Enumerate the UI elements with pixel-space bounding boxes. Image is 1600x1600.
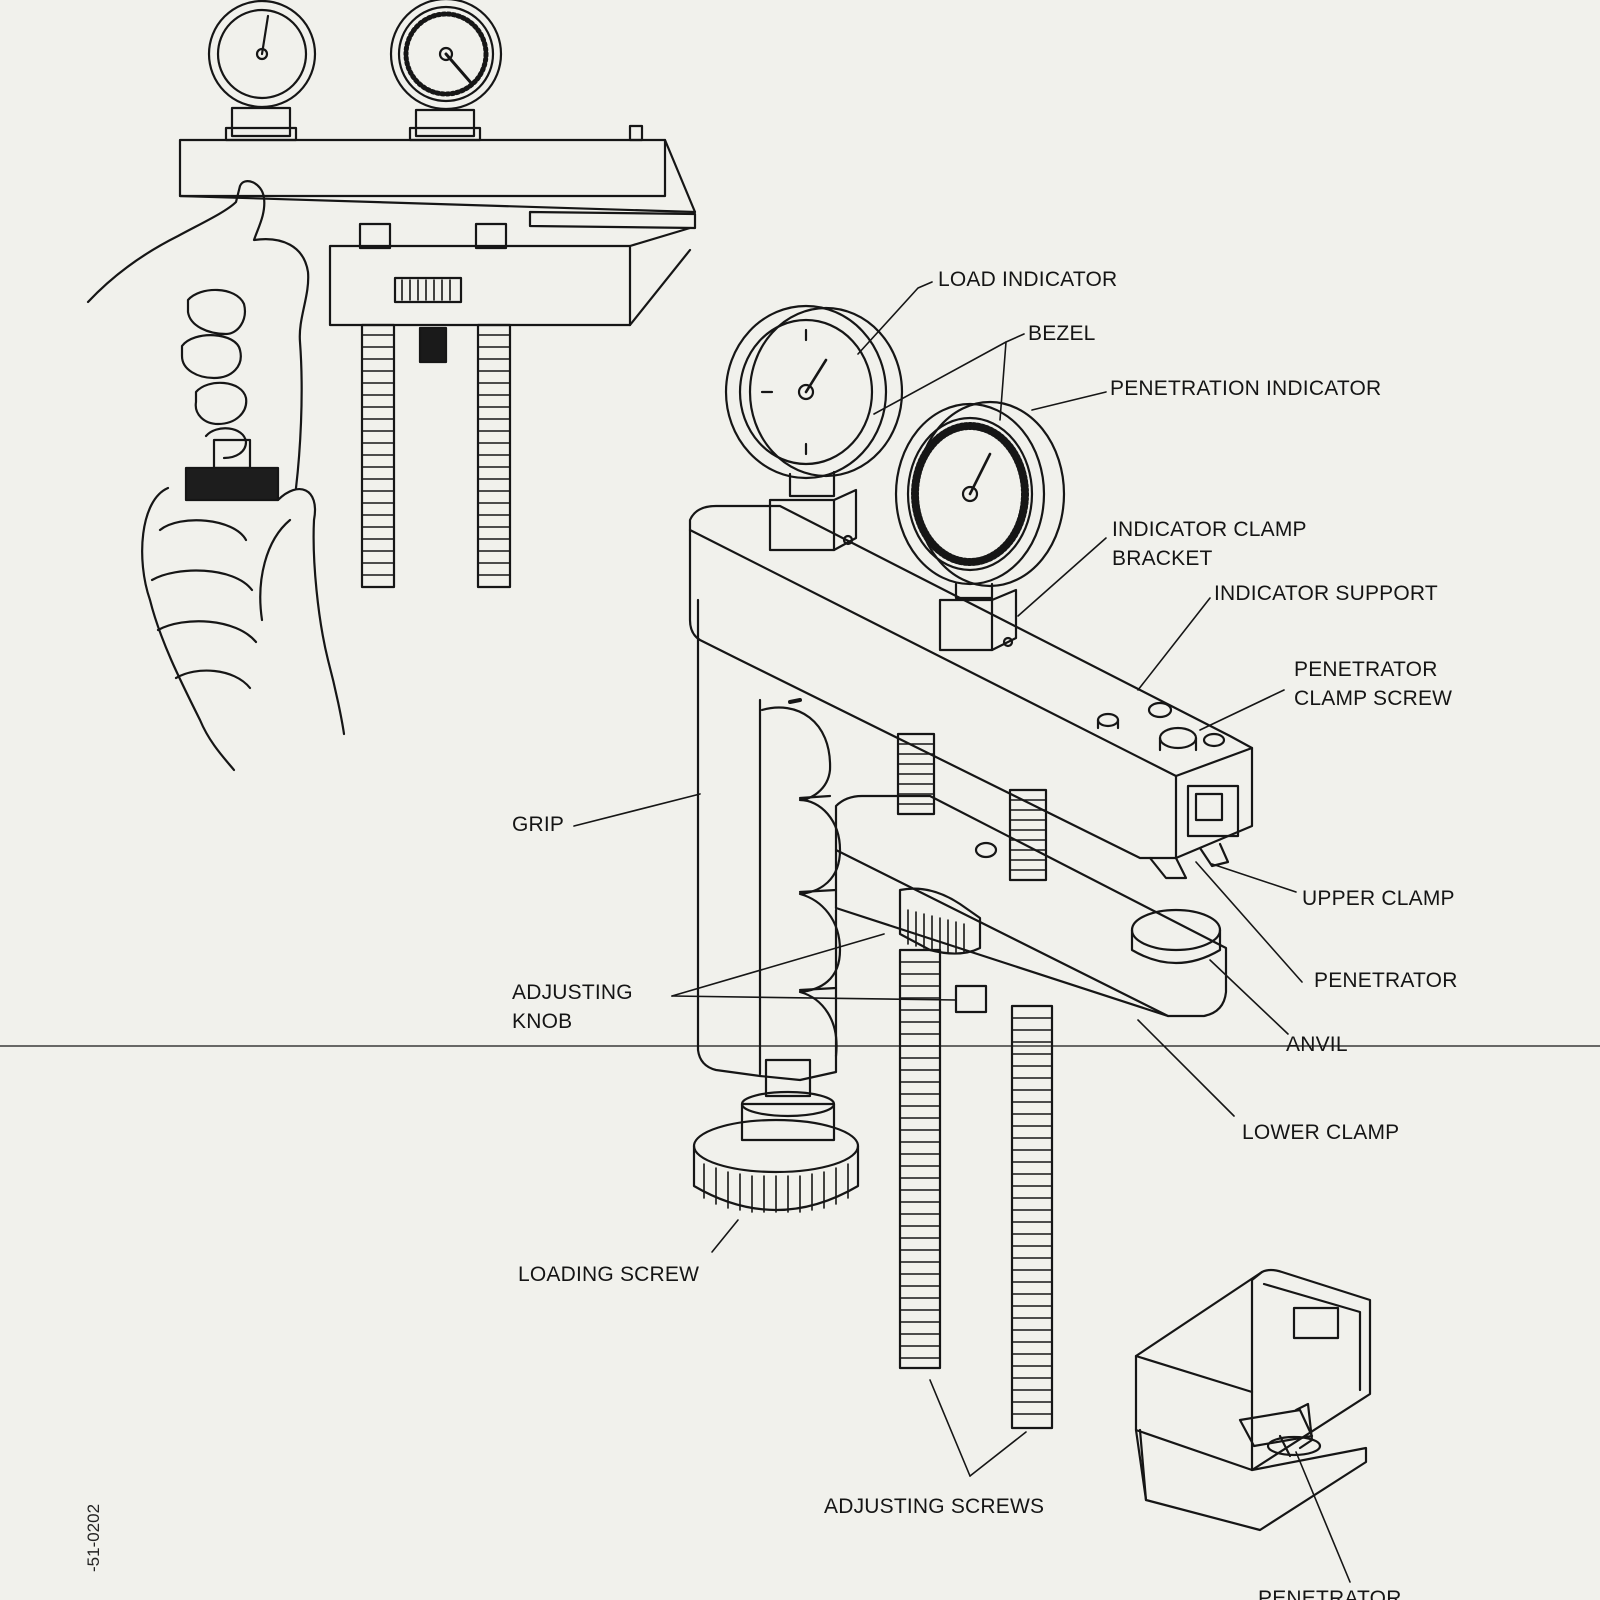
penetration-indicator-dial — [894, 400, 1066, 652]
small-adjusting-screw-right — [476, 323, 512, 589]
indicator-support-beam — [688, 504, 1254, 860]
label-indicator-clamp-bracket-line1: INDICATOR CLAMP — [1112, 518, 1307, 541]
label-indicator-support: INDICATOR SUPPORT — [1214, 582, 1438, 605]
adjusting-screw-left — [898, 948, 942, 1370]
small-adjusting-screw-left — [360, 323, 396, 589]
small-load-dial — [207, 0, 317, 142]
upper-clamp-shape — [1148, 856, 1188, 880]
grip-scallops — [760, 706, 842, 1058]
in-hand-tester-view — [86, 0, 697, 772]
label-anvil: ANVIL — [1286, 1033, 1348, 1056]
label-upper-clamp: UPPER CLAMP — [1302, 887, 1455, 910]
small-loading-screw-stem — [212, 438, 252, 470]
small-loading-screw-knob — [184, 466, 280, 502]
lower-hand-outline — [141, 486, 346, 772]
label-indicator-clamp-bracket-line2: BRACKET — [1112, 547, 1213, 570]
label-penetration-indicator: PENETRATION INDICATOR — [1110, 377, 1382, 400]
label-adjusting-screws: ADJUSTING SCREWS — [824, 1495, 1045, 1518]
label-grip: GRIP — [512, 813, 565, 836]
label-penetrator-clamp-screw-line1: PENETRATOR — [1294, 658, 1438, 681]
label-bezel: BEZEL — [1028, 322, 1096, 345]
loading-screw-shape — [692, 1058, 860, 1213]
label-penetrator-detail: PENETRATOR — [1258, 1587, 1402, 1600]
label-load-indicator: LOAD INDICATOR — [938, 268, 1118, 291]
leader-lines — [573, 281, 1351, 1583]
label-loading-screw: LOADING SCREW — [518, 1263, 700, 1286]
figure-code: -51-0202 — [84, 1503, 103, 1572]
grip-frame — [696, 598, 838, 1082]
label-adjusting-knob-line2: KNOB — [512, 1010, 573, 1033]
small-penetration-dial — [389, 0, 503, 142]
adjusting-knob-shape — [898, 887, 982, 955]
load-indicator-dial — [724, 304, 904, 552]
small-indicator-support — [178, 138, 667, 198]
penetrator-detail-view — [1134, 1268, 1372, 1532]
main-hardness-tester — [688, 304, 1254, 1430]
label-penetrator: PENETRATOR — [1314, 969, 1458, 992]
anvil-shape — [1130, 908, 1222, 965]
label-penetrator-clamp-screw-line2: CLAMP SCREW — [1294, 687, 1453, 710]
hand-outline — [86, 180, 310, 490]
label-lower-clamp: LOWER CLAMP — [1242, 1121, 1400, 1144]
lower-clamp-block — [834, 794, 1228, 1018]
adjusting-screw-right — [1010, 1004, 1054, 1430]
penetrator-shape — [1198, 842, 1230, 868]
label-adjusting-knob-line1: ADJUSTING — [512, 981, 633, 1004]
